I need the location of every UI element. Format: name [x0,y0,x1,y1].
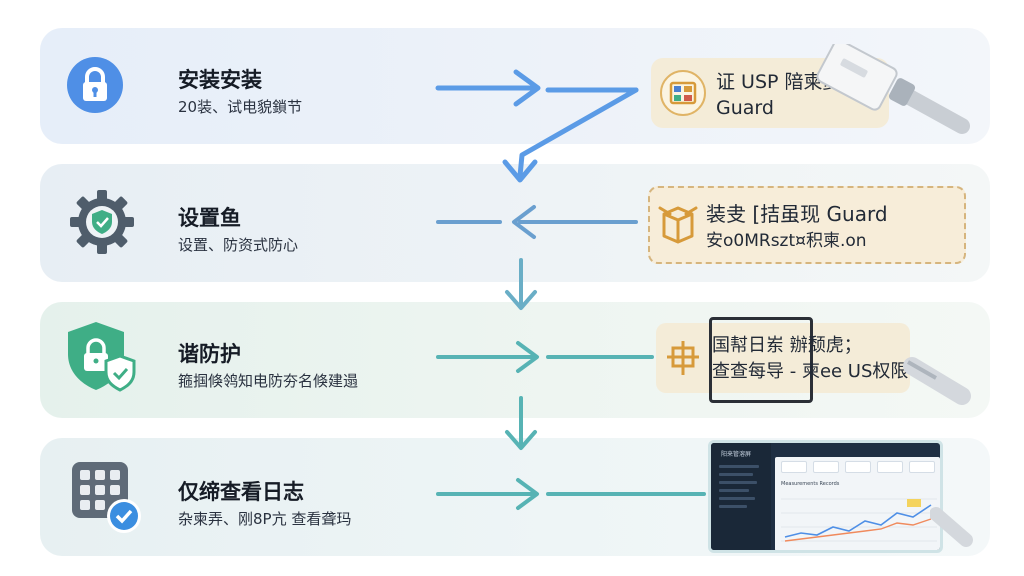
log-grid-icon [72,462,141,533]
card-2-line-1: 装叏 [拮虽现 Guard [706,202,888,226]
card-3-line-2: 查查每导 - 柬ee US权限 [712,361,909,382]
usb-plug-icon [816,44,970,134]
arrow-diagonal [517,87,639,179]
arrowhead-right-3 [516,341,539,373]
arrowhead-right-4 [516,478,539,510]
card-3-line-1: 国幇日岽 辦颓虎； [712,335,862,356]
card-2-line-2: 安o0MRszt¤积柬.on [706,231,867,251]
box-icon [658,206,698,244]
step-subtitle-protection: 箍掴倏鸰知电防夯名倏建遢 [178,372,359,390]
step-subtitle-settings: 设置、防资式防心 [178,236,299,254]
dashboard-title: 阳来管溶屏 [721,451,752,458]
arrowhead-down-3 [505,430,537,450]
step-title-install: 安装安装 [178,68,262,92]
usb-plug-icon [930,507,973,547]
dashboard-tile [877,461,903,473]
step-title-logs: 仅缔查看日志 [178,480,304,504]
dashboard-tile [813,461,839,473]
arrowhead-down-1 [502,159,538,183]
usb-chip-icon [660,70,706,116]
step-subtitle-install: 20装、试电貌鎖节 [178,98,303,116]
usb-plug-icon [903,357,971,405]
dashboard-tile [781,461,807,473]
info-card-install-guard [648,186,966,264]
step-title-protection: 谐防护 [178,342,241,366]
gear-shield-icon [70,190,134,254]
step-subtitle-logs: 杂柬弄、刚8P亢 查看聋玛 [178,510,352,528]
card-1-line-2: Guard [716,97,774,119]
screen-frame [709,317,813,403]
usb-chip-icon [667,341,699,375]
dashboard-preview: 阳来管溶屏 Measurements Records [708,440,943,553]
dashboard-line-chart [781,498,937,542]
shield-lock-icon [68,322,136,392]
dashboard-sidebar [711,443,771,550]
dashboard-main: Measurements Records [775,457,940,550]
dashboard-tile [845,461,871,473]
arrowhead-left-2 [512,205,536,239]
arrowhead-right-1 [513,69,541,107]
lock-icon [67,57,123,113]
dashboard-chart-title: Measurements Records [781,481,840,487]
dashboard-tile [909,461,935,473]
arrowhead-down-2 [505,290,537,310]
step-title-settings: 设置鱼 [178,206,241,230]
